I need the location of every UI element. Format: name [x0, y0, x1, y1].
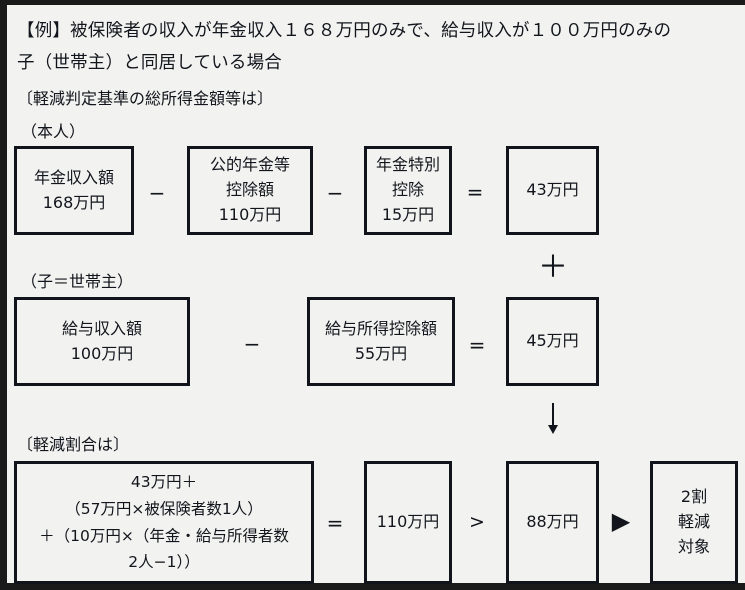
box-child-result-line1: 45万円: [526, 331, 579, 351]
operator-minus-1: −: [148, 181, 166, 205]
box-child-result: 45万円: [506, 297, 599, 386]
box-self-result-line1: 43万円: [526, 180, 579, 200]
box-threshold: 88万円: [506, 461, 599, 584]
box-public-pension-deduction: 公的年金等 控除額 110万円: [187, 146, 313, 235]
header-line-1: 【例】被保険者の収入が年金収入１６８万円のみで、給与収入が１００万円のみの: [17, 21, 672, 41]
box-salary-deduction-line2: 55万円: [354, 343, 408, 363]
box-public-pension-deduction-line2: 控除額: [225, 180, 274, 200]
box-threshold-line1: 88万円: [526, 512, 579, 532]
box-public-pension-deduction-line3: 110万円: [218, 204, 282, 224]
header-line-2: 子（世帯主）と同居している場合: [17, 53, 282, 73]
operator-triangle-right-icon: ▶: [611, 507, 631, 535]
box-pension-special-deduction-line2: 控除: [391, 180, 424, 200]
operator-equals-3: =: [326, 511, 344, 535]
box-pension-special-deduction: 年金特別 控除 15万円: [364, 146, 452, 235]
operator-equals-1: =: [466, 180, 484, 204]
box-reduction-result-line2: 軽減: [677, 512, 710, 532]
operator-minus-3: −: [243, 332, 261, 356]
box-salary-income-line2: 100万円: [70, 343, 134, 363]
operator-equals-2: =: [468, 333, 486, 357]
box-self-result: 43万円: [506, 146, 599, 235]
box-pension-income-line1: 年金収入額: [33, 167, 114, 187]
box-pension-income-line2: 168万円: [42, 192, 106, 212]
child-label: （子＝世帯主）: [21, 272, 134, 291]
income-criteria-label: 〔軽減判定基準の総所得金額等は〕: [17, 89, 274, 108]
operator-greater-than: >: [469, 511, 485, 533]
box-public-pension-deduction-line1: 公的年金等: [209, 155, 290, 175]
box-pension-special-deduction-line1: 年金特別: [375, 155, 440, 175]
box-reduction-result-line3: 対象: [677, 536, 710, 556]
box-salary-deduction-line1: 給与所得控除額: [324, 318, 437, 338]
connector-down-arrow-icon: [543, 403, 563, 437]
connector-plus: ＋: [538, 250, 568, 285]
box-total-income: 110万円: [364, 461, 452, 584]
box-pension-income: 年金収入額 168万円: [14, 146, 134, 235]
box-reduction-formula-line3: ＋（10万円×（年金・給与所得者数: [39, 526, 289, 545]
box-pension-special-deduction-line3: 15万円: [381, 204, 435, 224]
operator-minus-2: −: [326, 181, 344, 205]
box-salary-income-line1: 給与収入額: [61, 318, 142, 338]
box-total-income-line1: 110万円: [376, 512, 440, 532]
box-reduction-formula-line1: 43万円＋: [130, 473, 198, 492]
reduction-ratio-label: 〔軽減割合は〕: [17, 435, 130, 454]
box-reduction-formula-line2: （57万円×被保険者数1人）: [65, 499, 263, 518]
self-label: （本人）: [21, 122, 86, 141]
arrow-shaft: [552, 403, 554, 429]
box-reduction-formula: 43万円＋ （57万円×被保険者数1人） ＋（10万円×（年金・給与所得者数 2…: [14, 461, 314, 584]
box-salary-income: 給与収入額 100万円: [14, 297, 190, 386]
arrow-head: [548, 425, 558, 434]
box-salary-deduction: 給与所得控除額 55万円: [307, 297, 455, 386]
box-reduction-result-line1: 2割: [680, 487, 708, 507]
box-reduction-result: 2割 軽減 対象: [650, 461, 738, 584]
box-reduction-formula-line4: 2人−1））: [128, 553, 200, 572]
